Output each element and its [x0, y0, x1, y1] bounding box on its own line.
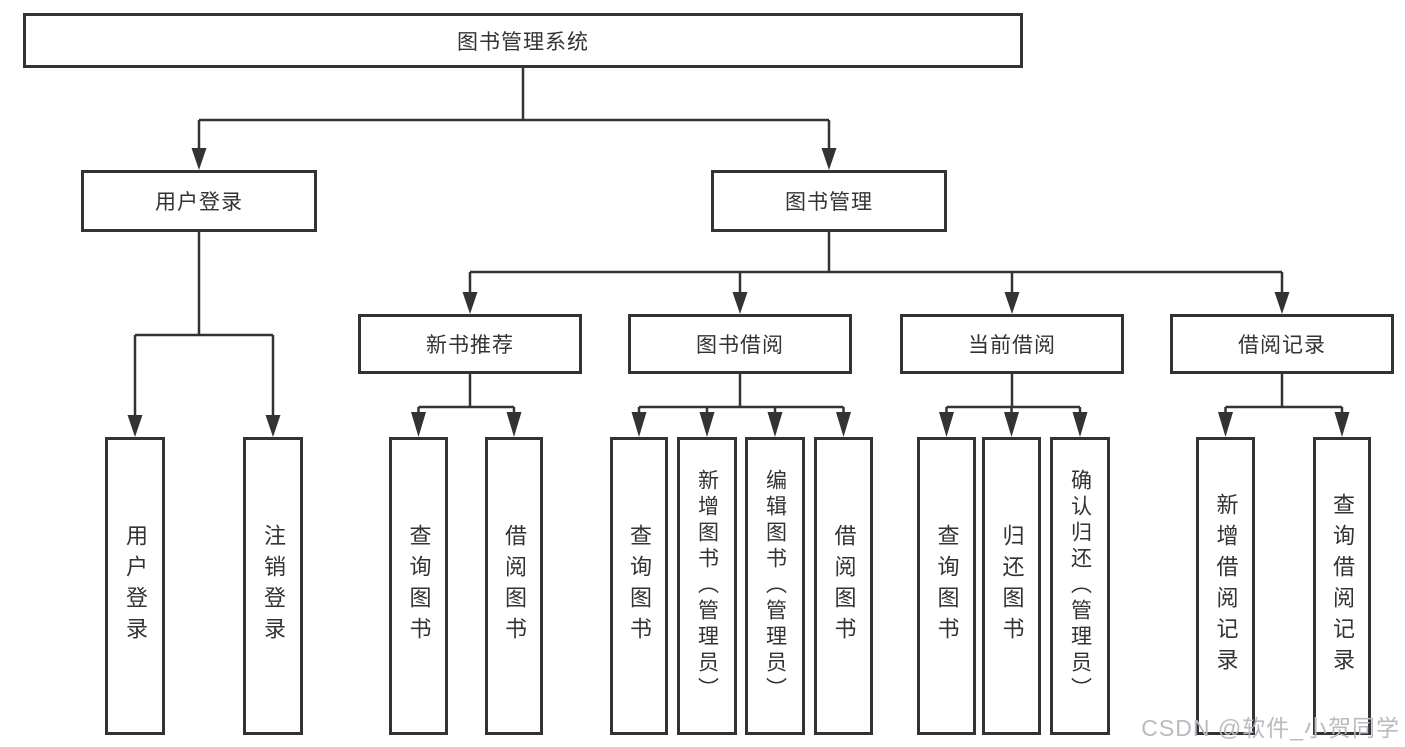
connector-borrow-records-children: [1218, 374, 1350, 437]
connector-root-to-level2: [191, 68, 837, 170]
leaf-user-login: 用户登录: [105, 437, 165, 735]
node-current-borrow: 当前借阅: [900, 314, 1124, 374]
connector-user-login-children: [127, 232, 281, 437]
leaf-query-books-current: 查询图书: [917, 437, 976, 735]
leaf-logout: 注销登录: [243, 437, 303, 735]
node-new-book-recommend: 新书推荐: [358, 314, 582, 374]
leaf-edit-books-admin: 编辑图书（管理员）: [745, 437, 805, 735]
node-root-system: 图书管理系统: [23, 13, 1023, 68]
leaf-confirm-return-admin: 确认归还（管理员）: [1050, 437, 1110, 735]
leaf-borrow-books-recommend: 借阅图书: [485, 437, 543, 735]
leaf-add-books-admin: 新增图书（管理员）: [677, 437, 737, 735]
node-book-management: 图书管理: [711, 170, 947, 232]
connector-book-borrow-children: [631, 374, 851, 437]
node-borrow-records: 借阅记录: [1170, 314, 1394, 374]
leaf-query-books-borrow: 查询图书: [610, 437, 668, 735]
node-user-login: 用户登录: [81, 170, 317, 232]
node-book-borrow: 图书借阅: [628, 314, 852, 374]
leaf-add-borrow-record: 新增借阅记录: [1196, 437, 1255, 735]
leaf-borrow-books-borrow: 借阅图书: [814, 437, 873, 735]
connector-book-management-children: [462, 232, 1290, 314]
leaf-query-books-recommend: 查询图书: [389, 437, 448, 735]
connector-new-book-recommend-children: [411, 374, 522, 437]
leaf-return-books: 归还图书: [982, 437, 1041, 735]
leaf-query-borrow-record: 查询借阅记录: [1313, 437, 1371, 735]
csdn-watermark: CSDN @软件_小贺同学: [1141, 715, 1400, 741]
connector-current-borrow-children: [939, 374, 1088, 437]
